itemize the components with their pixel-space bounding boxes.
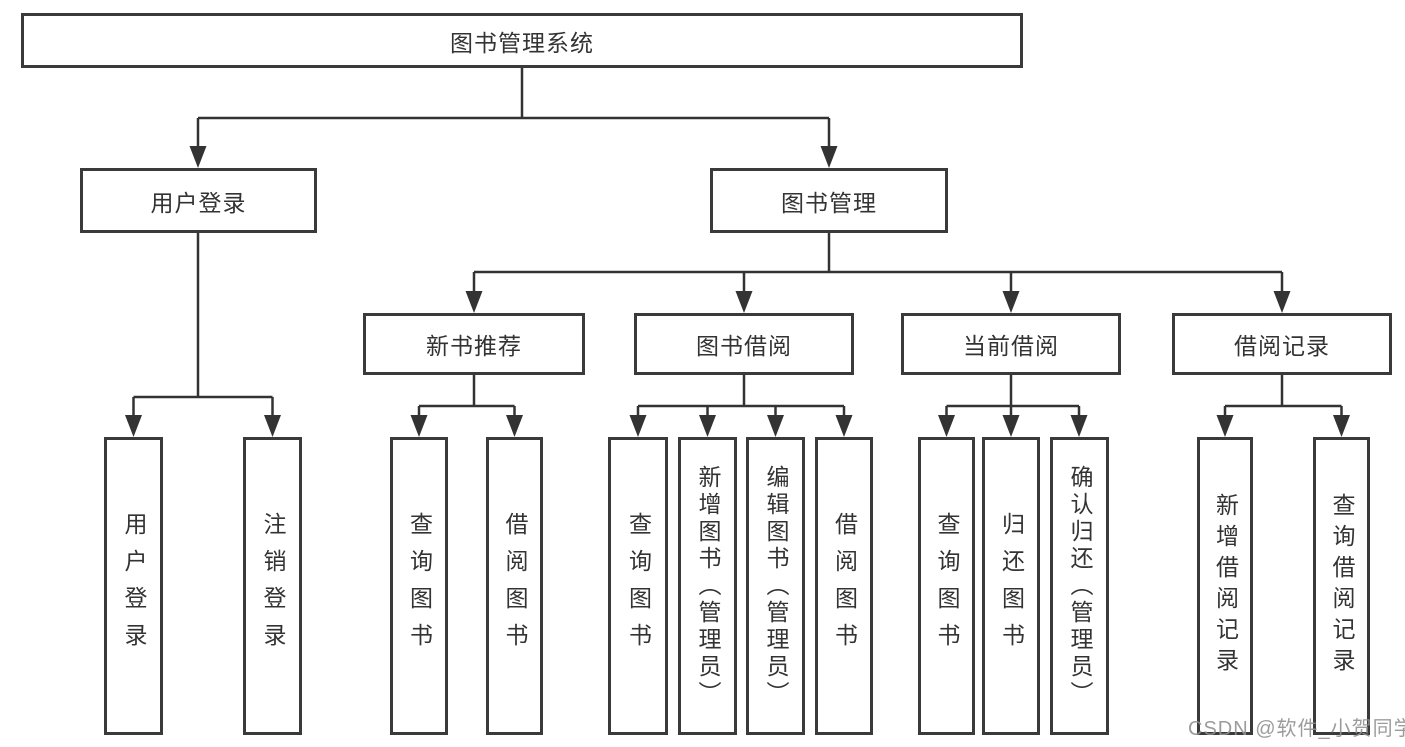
arrow-down-icon	[189, 146, 207, 168]
leaf-add-borrowing-record: 新增借阅记录	[1197, 437, 1253, 735]
connector-segments	[132, 68, 1343, 419]
arrow-down-icon	[1002, 291, 1020, 313]
node-book-management: 图书管理	[710, 168, 948, 233]
leaf-query-books: 查询图书	[390, 437, 448, 735]
leaf-edit-books-admin: 编辑图书（管理员）	[746, 437, 805, 735]
arrow-down-icon	[1273, 291, 1291, 313]
node-new-book-recommendation: 新书推荐	[363, 313, 585, 375]
leaf-borrow-books: 借阅图书	[815, 437, 873, 735]
leaf-confirm-return-admin: 确认归还（管理员）	[1050, 437, 1109, 735]
leaf-query-borrowing-record: 查询借阅记录	[1313, 437, 1370, 735]
leaf-logout: 注销登录	[243, 437, 302, 735]
leaf-add-books-admin: 新增图书（管理员）	[678, 437, 737, 735]
arrow-down-icon	[410, 415, 428, 437]
node-user-login: 用户登录	[80, 168, 317, 233]
leaf-query-books: 查询图书	[608, 437, 668, 735]
leaf-user-login: 用户登录	[104, 437, 163, 735]
arrowhead-icons	[125, 146, 1350, 437]
arrow-down-icon	[1070, 415, 1088, 437]
node-current-borrowing: 当前借阅	[901, 313, 1121, 375]
arrow-down-icon	[629, 415, 647, 437]
leaf-return-books: 归还图书	[982, 437, 1040, 735]
csdn-watermark: CSDN @软件_小贺同学	[1188, 718, 1405, 740]
arrow-down-icon	[125, 415, 142, 437]
leaf-query-books: 查询图书	[918, 437, 975, 735]
arrow-down-icon	[699, 415, 716, 437]
arrow-down-icon	[938, 415, 955, 437]
arrow-down-icon	[506, 415, 523, 437]
node-book-borrowing: 图书借阅	[634, 313, 854, 375]
leaf-borrow-books: 借阅图书	[486, 437, 543, 735]
arrow-down-icon	[1333, 415, 1350, 437]
arrow-down-icon	[767, 415, 784, 437]
arrow-down-icon	[820, 146, 838, 168]
arrow-down-icon	[264, 415, 281, 437]
node-library-management-system: 图书管理系统	[21, 13, 1023, 68]
arrow-down-icon	[835, 415, 853, 437]
arrow-down-icon	[735, 291, 753, 313]
node-borrowing-records: 借阅记录	[1172, 313, 1392, 375]
arrow-down-icon	[1002, 415, 1020, 437]
arrow-down-icon	[1216, 415, 1234, 437]
arrow-down-icon	[465, 291, 483, 313]
